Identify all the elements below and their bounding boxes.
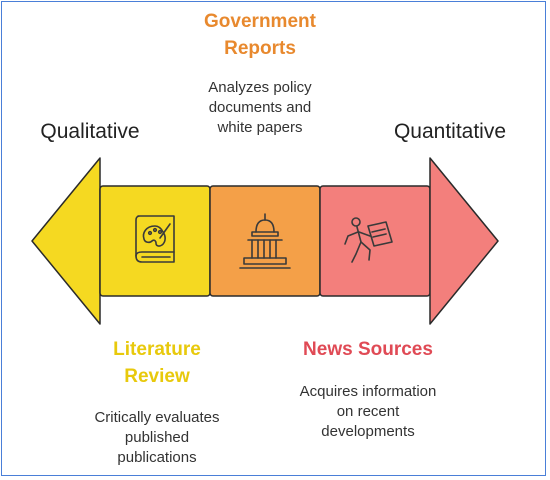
news-sources-description: Acquires information on recent developme… bbox=[278, 382, 458, 442]
government-reports-title: Government Reports bbox=[160, 8, 360, 62]
news-sources-title: News Sources bbox=[282, 336, 454, 363]
literature-review-title-line2: Review bbox=[124, 366, 190, 387]
government-reports-description-line2: documents and bbox=[208, 99, 312, 116]
left-arrowhead bbox=[31, 157, 101, 325]
segment-government-reports bbox=[209, 185, 321, 297]
government-reports-title-line1: Government bbox=[204, 11, 316, 32]
book-palette-icon bbox=[135, 215, 175, 263]
government-reports-description-line3: white papers bbox=[217, 119, 303, 136]
news-sources-description-line1: Acquires information bbox=[299, 383, 437, 400]
news-sources-title-line1: News Sources bbox=[303, 339, 433, 360]
literature-review-description-line2: published bbox=[124, 429, 190, 446]
running-newspaper-icon bbox=[344, 217, 393, 263]
literature-review-description: Critically evaluates published publicati… bbox=[72, 408, 242, 468]
segment-news-sources bbox=[319, 185, 431, 297]
right-arrowhead bbox=[429, 157, 499, 325]
news-sources-description-line2: on recent bbox=[336, 403, 400, 420]
literature-review-title: Literature Review bbox=[82, 336, 232, 390]
government-reports-description-line1: Analyzes policy bbox=[208, 79, 312, 96]
government-building-icon bbox=[239, 213, 291, 269]
literature-review-description-line1: Critically evaluates bbox=[94, 409, 220, 426]
quantitative-label: Quantitative bbox=[393, 120, 507, 143]
literature-review-description-line3: publications bbox=[117, 449, 197, 466]
government-reports-description: Analyzes policy documents and white pape… bbox=[170, 78, 350, 138]
literature-review-title-line1: Literature bbox=[113, 339, 201, 360]
qualitative-label: Qualitative bbox=[40, 120, 140, 143]
news-sources-description-line3: developments bbox=[321, 423, 415, 440]
government-reports-title-line2: Reports bbox=[224, 38, 296, 59]
